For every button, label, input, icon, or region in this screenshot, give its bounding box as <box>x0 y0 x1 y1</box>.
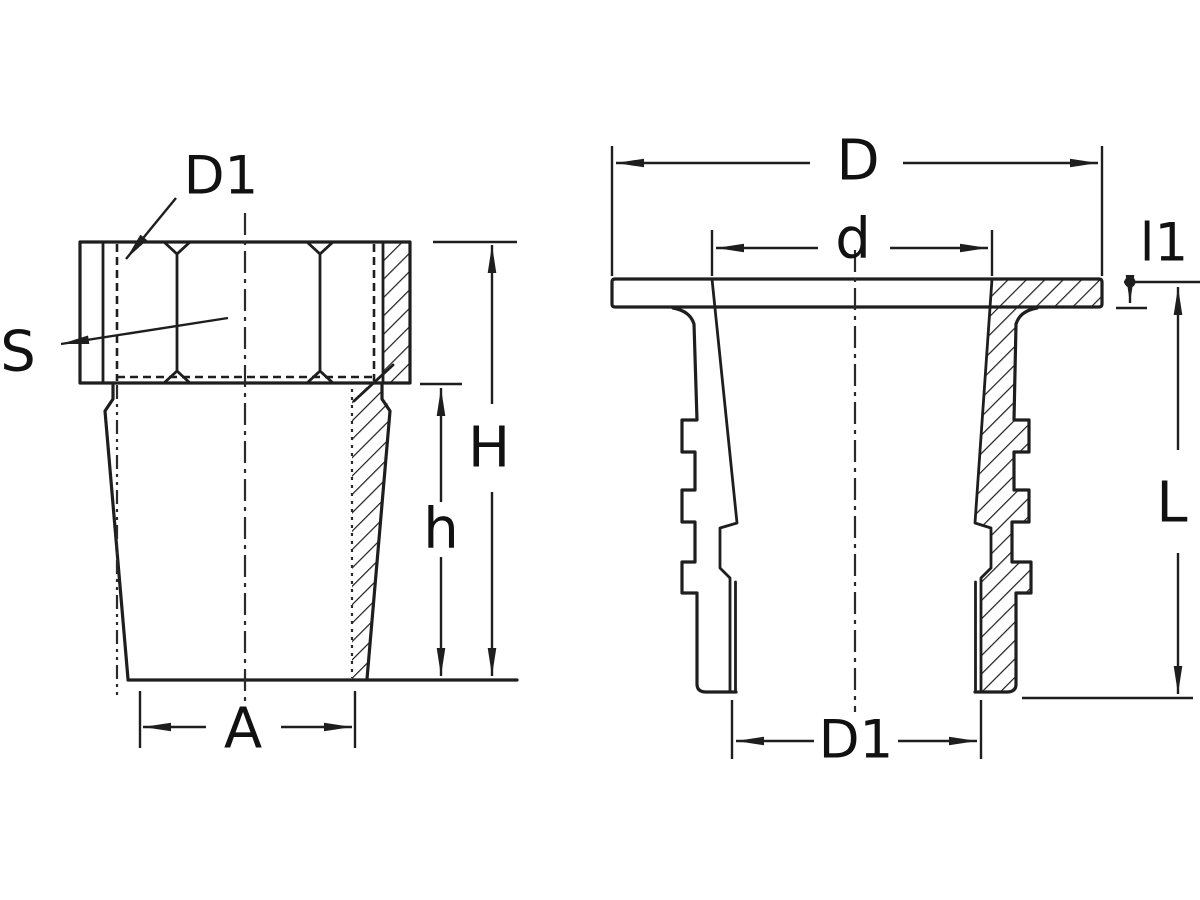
section-hatch <box>975 280 1101 692</box>
bore-wall-right <box>973 277 994 694</box>
dim-label-s: S <box>0 320 36 385</box>
front-section-hatch <box>352 242 410 679</box>
dim-label-d-outer: D <box>836 129 879 194</box>
leader-d1 <box>125 197 177 260</box>
dim-label-d-inner: d <box>835 207 871 272</box>
dim-label-h-total: H <box>468 416 510 481</box>
dim-label-h-body: h <box>423 497 459 562</box>
insert-wall-right <box>973 277 1039 694</box>
dim-label-a: A <box>224 697 262 762</box>
section-break-line <box>352 363 395 403</box>
leader-s <box>60 316 229 346</box>
dim-label-d1-section: D1 <box>819 710 894 771</box>
dim-label-l1: l1 <box>1140 213 1188 274</box>
flange <box>610 277 1104 309</box>
front-dimensions <box>60 197 517 748</box>
section-view: D d l1 L D1 <box>610 129 1200 771</box>
section-dimensions <box>610 146 1200 759</box>
body-outline-right <box>365 381 392 681</box>
front-view: D1 S H h A <box>0 146 519 762</box>
dim-label-d1-front: D1 <box>184 146 259 207</box>
bore-wall-left <box>710 277 739 694</box>
hex-face-line-1 <box>162 240 192 385</box>
dim-label-l-total: L <box>1156 471 1187 536</box>
hex-face-line-2 <box>305 240 335 385</box>
insert-wall-left <box>671 277 739 694</box>
